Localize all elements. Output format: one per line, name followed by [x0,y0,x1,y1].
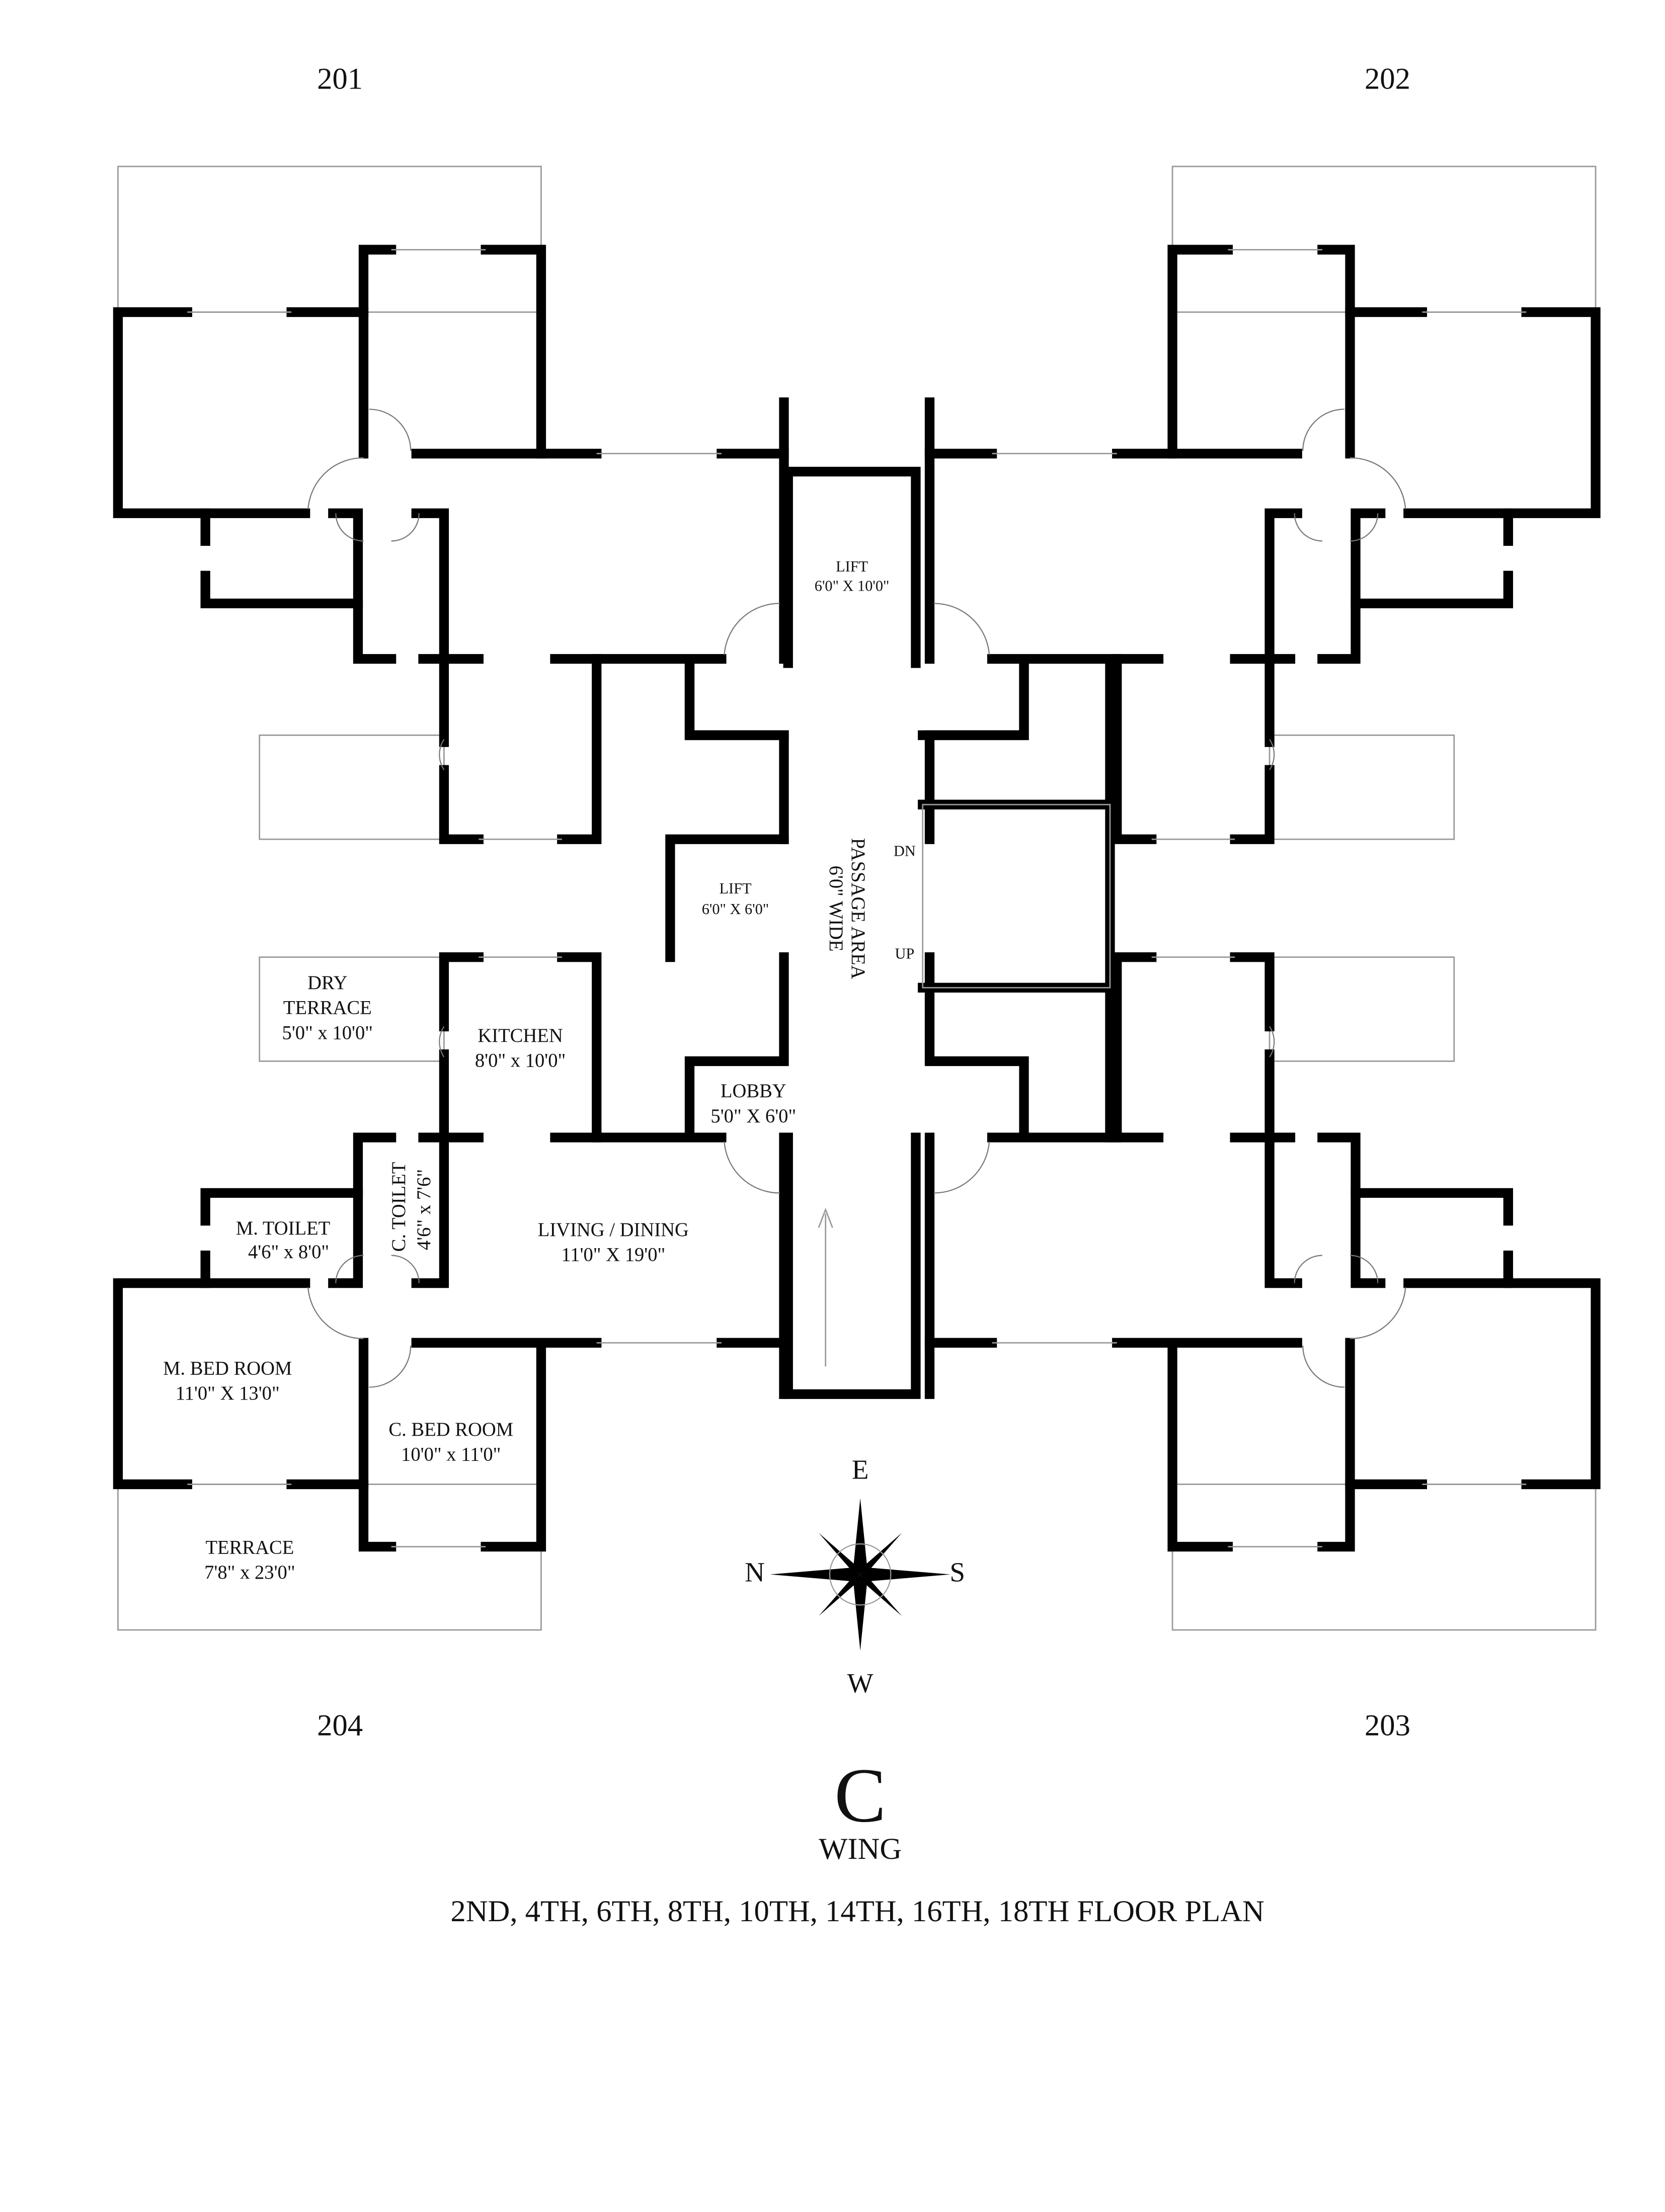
wing-label: WING [819,1832,902,1866]
living-dining-size: 11'0" X 19'0" [561,1245,665,1266]
lift-small-label: LIFT [719,880,751,897]
kitchen-size: 8'0" x 10'0" [475,1050,566,1071]
kitchen-label: KITCHEN [478,1025,563,1046]
lift-small-size: 6'0" X 6'0" [702,900,769,918]
terrace-label: TERRACE [205,1537,294,1558]
c-bed-room-label: C. BED ROOM [388,1419,513,1440]
dry-terrace-label: DRY [307,972,347,994]
compass-rose [770,1498,950,1651]
dry-terrace-size: 5'0" x 10'0" [282,1022,373,1043]
c-toilet-label: C. TOILET [388,1162,410,1252]
unit-number-202: 202 [1365,62,1410,96]
stair-up-label: UP [895,945,914,962]
unit-number-204: 204 [317,1709,363,1743]
living-dining-label: LIVING / DINING [538,1219,689,1241]
passage-area-label: PASSAGE AREA [847,838,868,979]
core-walls [665,466,1115,1399]
unit-number-201: 201 [317,62,363,96]
compass-north: N [745,1556,765,1587]
floor-plan-title: 2ND, 4TH, 6TH, 8TH, 10TH, 14TH, 16TH, 18… [450,1895,1264,1928]
m-bed-room-size: 11'0" X 13'0" [176,1383,280,1404]
c-toilet-size: 4'6" x 7'6" [414,1169,435,1250]
compass-west: W [847,1668,874,1698]
stair-down-label: DN [894,842,916,859]
c-bed-room-size: 10'0" x 11'0" [401,1444,501,1465]
unit-202-walls [930,167,1596,839]
m-toilet-size: 4'6" x 8'0" [248,1242,329,1263]
unit-201-walls [118,167,784,839]
terrace-size: 7'8" x 23'0" [204,1562,295,1583]
compass-east: E [852,1454,869,1485]
passage-area-size: 6'0" WIDE [825,866,846,952]
m-toilet-label: M. TOILET [236,1218,330,1239]
m-bed-room-label: M. BED ROOM [163,1358,292,1379]
dry-terrace-label-2: TERRACE [283,998,372,1019]
lift-large-size: 6'0" X 10'0" [815,578,890,595]
lift-large-label: LIFT [836,558,868,575]
wing-letter: C [834,1753,886,1839]
unit-number-203: 203 [1365,1709,1410,1743]
unit-204-walls [118,957,784,1630]
lobby-label: LOBBY [721,1081,786,1102]
unit-203-walls [930,957,1596,1630]
lobby-size: 5'0" X 6'0" [710,1106,796,1127]
compass-south: S [949,1556,965,1587]
